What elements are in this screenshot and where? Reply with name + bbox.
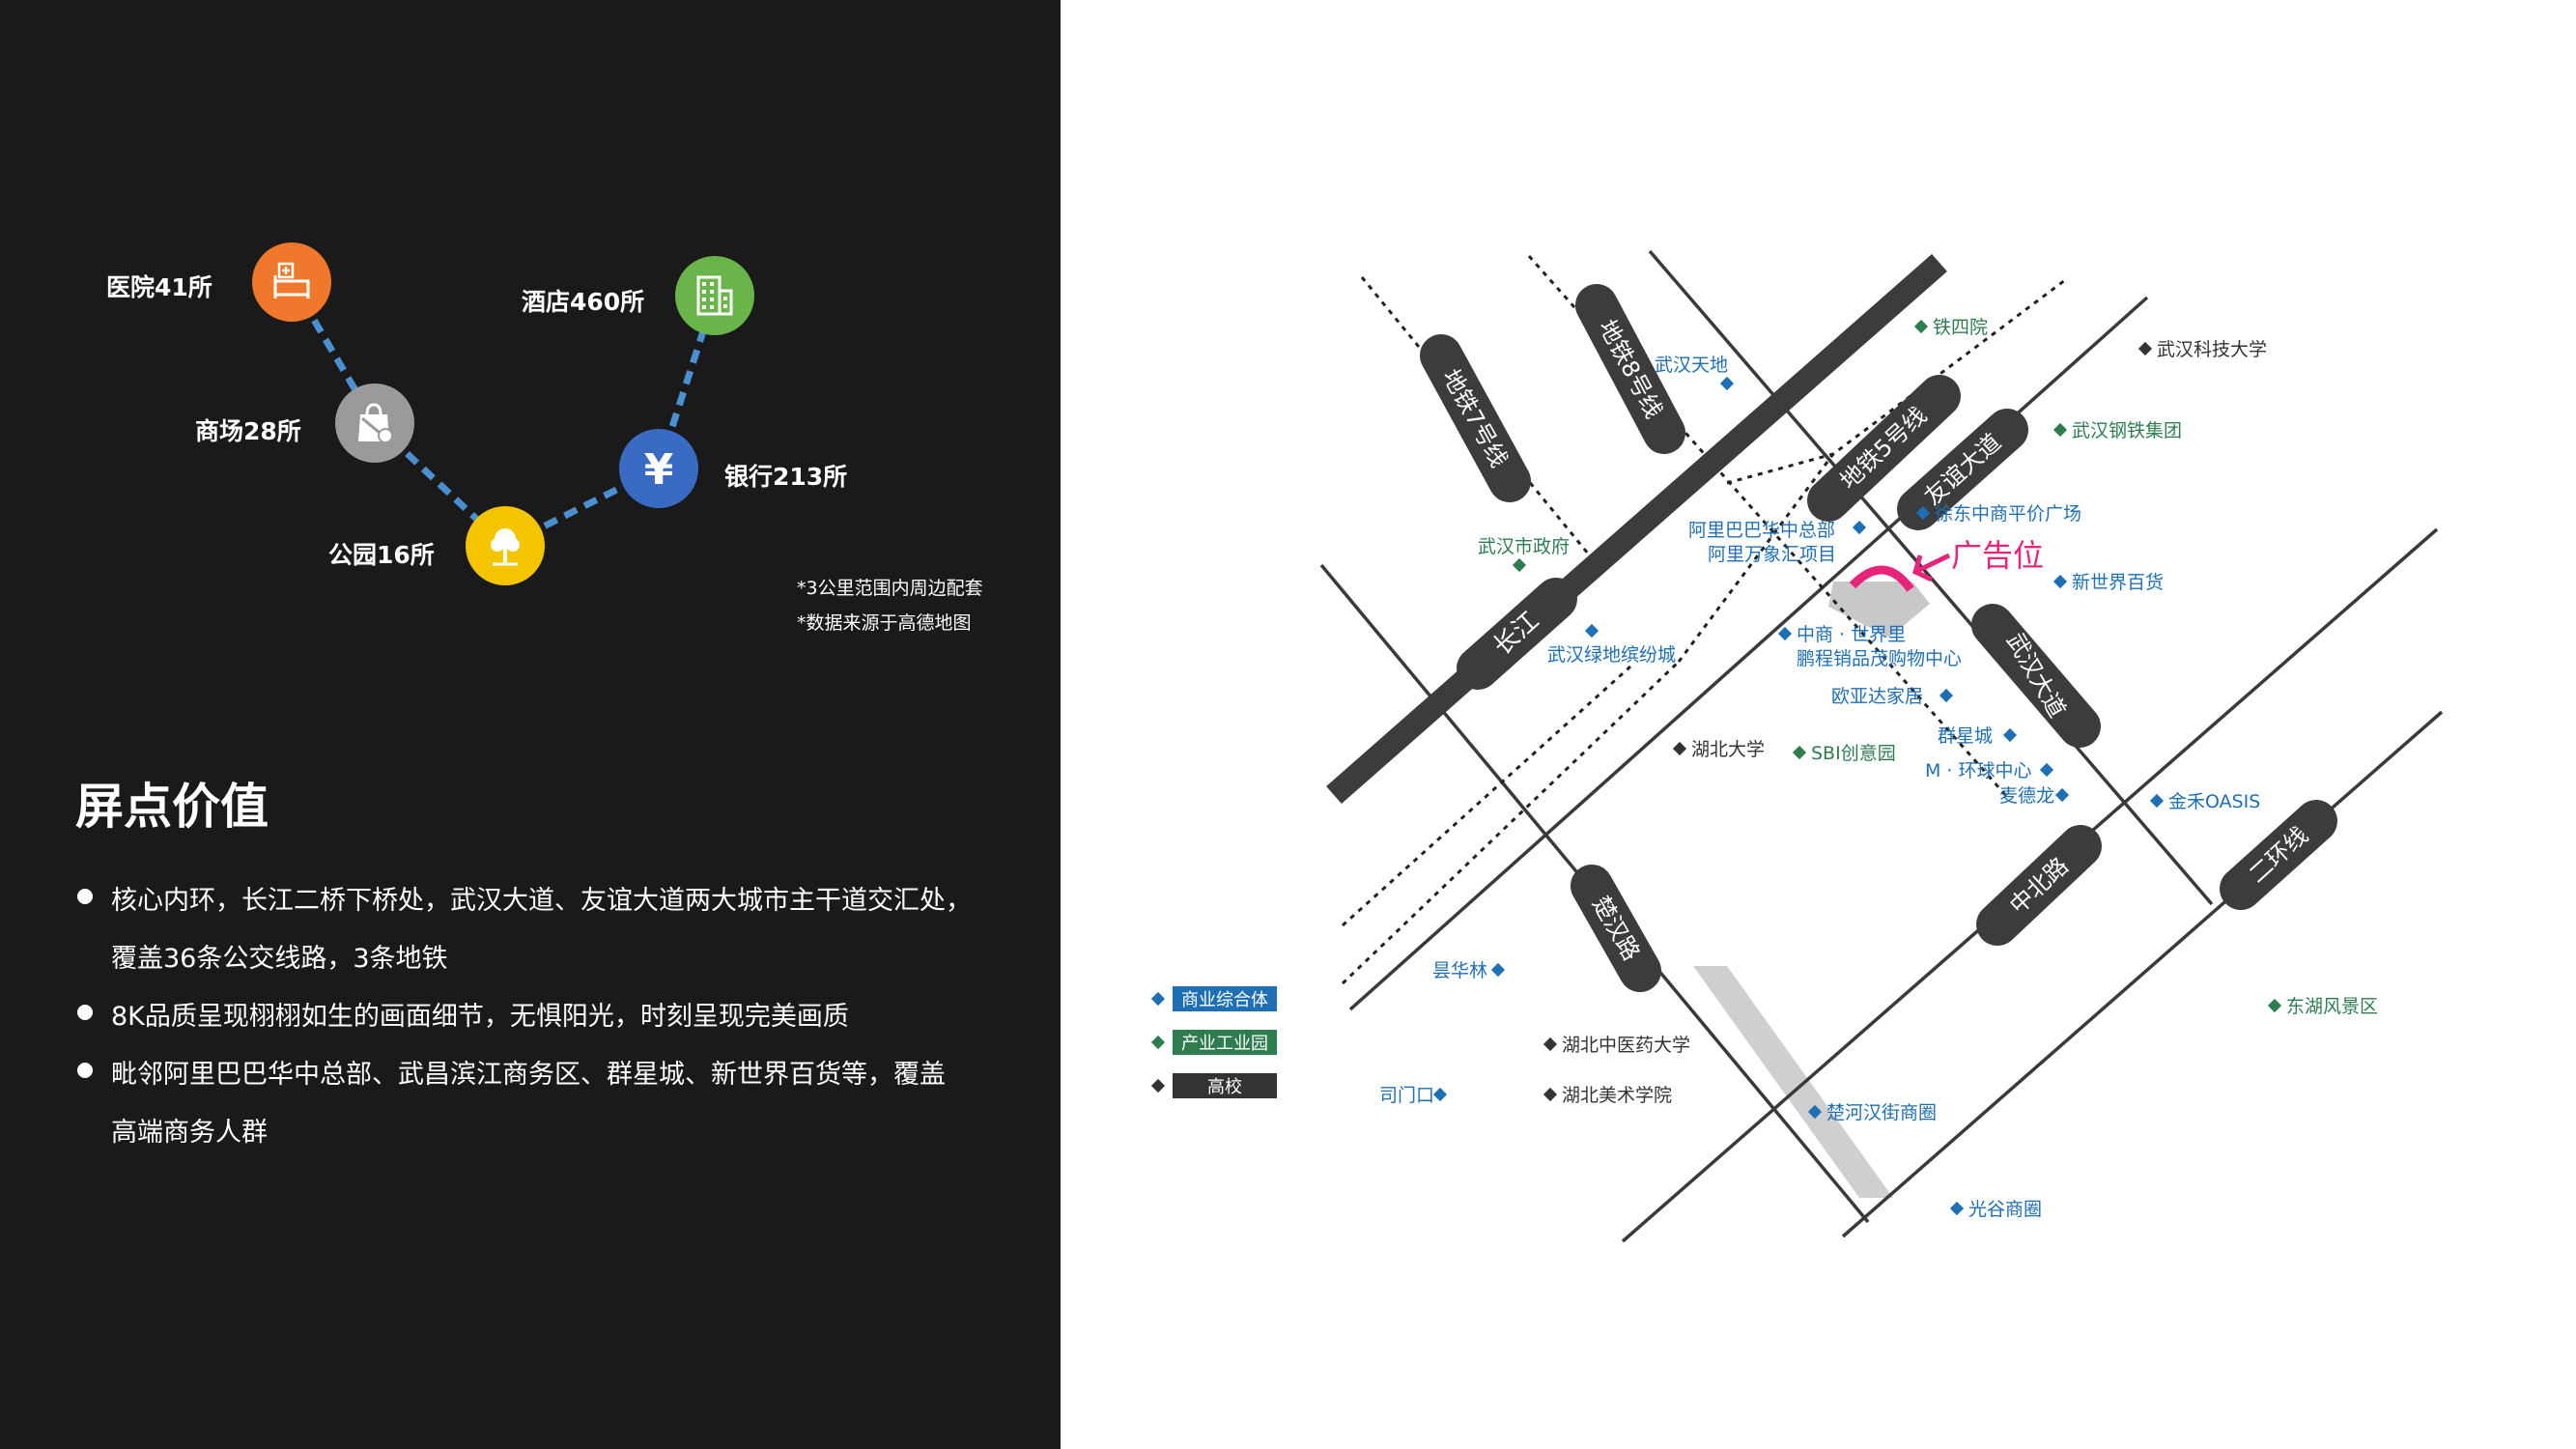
hospital-count: 医院41所 xyxy=(106,273,212,301)
poi-greenland: 武汉绿地缤纷城 xyxy=(1547,644,1676,666)
poi-eastlake: 东湖风景区 xyxy=(2286,996,2378,1017)
map-legend: 商业综合体 产业工业园 高校 xyxy=(1150,986,1277,1098)
poi-simenkou: 司门口 xyxy=(1379,1085,1434,1106)
bullet-text-2: 8K品质呈现栩栩如生的画面细节，无惧阳光，时刻呈现完美画质 xyxy=(111,1002,849,1032)
poi-mhuanqiu: M · 环球中心 xyxy=(1925,760,2032,781)
bullet-text-3b: 高端商务人群 xyxy=(111,1118,268,1148)
ad-screen-arc xyxy=(1849,565,1914,592)
poi-mcdonald: 麦德龙 xyxy=(1999,785,2054,807)
legend-commercial-icon xyxy=(1150,991,1166,1007)
bullet-dot xyxy=(77,1063,93,1078)
changjiang-river xyxy=(1326,253,1947,805)
ad-site-block xyxy=(1828,582,1930,638)
poi-oasis: 金禾OASIS xyxy=(2168,791,2260,812)
poi-sbi: SBI创意园 xyxy=(1811,743,1896,764)
poi-newworld: 新世界百货 xyxy=(2072,572,2164,593)
road-label-changjiang: 长江 xyxy=(1457,578,1577,690)
tree-icon xyxy=(466,506,545,585)
legend-university: 高校 xyxy=(1207,1077,1242,1097)
legend-industrial: 产业工业园 xyxy=(1181,1034,1268,1054)
bullet-text-1b: 覆盖36条公交线路，3条地铁 xyxy=(111,944,448,974)
poi-guanggu: 光谷商圈 xyxy=(1968,1199,2042,1220)
poi-oudaya: 欧亚达家居 xyxy=(1831,686,1923,707)
bullet-dot xyxy=(77,1005,93,1020)
bullet-dot xyxy=(77,889,93,904)
location-map: 长江 地铁7号线 地铁8号线 地铁5号线 友谊大道 武汉大道 中北路 楚汉路 二… xyxy=(1150,249,2444,1243)
bullet-text-1a: 核心内环，长江二桥下桥处，武汉大道、友谊大道两大城市主干道交汇处， xyxy=(111,886,972,916)
poi-alibaba2: 阿里万象汇项目 xyxy=(1708,544,1836,565)
note-source: *数据来源于高德地图 xyxy=(797,612,972,634)
legend-industrial-icon xyxy=(1150,1035,1166,1050)
poi-wkd: 武汉科技大学 xyxy=(2157,339,2267,360)
legend-university-icon xyxy=(1150,1078,1166,1094)
poi-wuhantiandi: 武汉天地 xyxy=(1655,355,1728,376)
svg-text:¥: ¥ xyxy=(644,445,674,495)
ad-arrow-icon xyxy=(1911,553,1951,582)
road-label-wuhan: 武汉大道 xyxy=(1971,604,2101,748)
poi-yuhualin: 昙华林 xyxy=(1432,960,1487,981)
poi-xudong: 徐东中商平价广场 xyxy=(1935,503,2081,525)
road-label-metro7: 地铁7号线 xyxy=(1420,334,1531,502)
legend-commercial: 商业综合体 xyxy=(1181,990,1268,1010)
section-title: 屏点价值 xyxy=(75,779,269,835)
hospital-icon xyxy=(252,242,331,322)
road-label-ring2: 二环线 xyxy=(2220,800,2337,910)
poi-govt: 武汉市政府 xyxy=(1478,536,1570,557)
road-label-youyi: 友谊大道 xyxy=(1897,409,2028,530)
bullet-text-3a: 毗邻阿里巴巴华中总部、武昌滨江商务区、群星城、新世界百货等，覆盖 xyxy=(111,1060,946,1090)
poi-qunxing: 群星城 xyxy=(1938,725,1993,747)
poi-arts: 湖北美术学院 xyxy=(1562,1085,1672,1106)
ad-label: 广告位 xyxy=(1951,537,2044,574)
park-count: 公园16所 xyxy=(328,541,435,569)
poi-zhongshang2: 鹏程销品茂购物中心 xyxy=(1797,648,1962,669)
location-map-panel: 长江 地铁7号线 地铁8号线 地铁5号线 友谊大道 武汉大道 中北路 楚汉路 二… xyxy=(1061,0,2576,1449)
yuan-icon: ¥ xyxy=(619,429,698,508)
note-range: *3公里范围内周边配套 xyxy=(797,578,983,599)
poi-wisco: 武汉钢铁集团 xyxy=(2072,420,2182,441)
mall-count: 商场28所 xyxy=(195,417,301,445)
left-info-panel: 医院41所 酒店460所 商场28所 ¥ 银行213所 公园16所 *3公里范围… xyxy=(0,0,1061,1449)
poi-hubei-univ: 湖北大学 xyxy=(1691,739,1765,760)
road-label-zhongbei: 中北路 xyxy=(1976,825,2102,946)
poi-tiesiyuan: 铁四院 xyxy=(1933,317,1988,338)
chuhe-street-block xyxy=(1693,966,1893,1198)
poi-tcm: 湖北中医药大学 xyxy=(1562,1035,1690,1056)
bank-count: 银行213所 xyxy=(724,463,848,491)
poi-alibaba1: 阿里巴巴华中总部 xyxy=(1688,520,1835,541)
hotel-icon xyxy=(675,256,754,335)
poi-zhongshang1: 中商 · 世界里 xyxy=(1797,624,1906,645)
poi-chuhe: 楚河汉街商圈 xyxy=(1826,1102,1937,1123)
metro-lines xyxy=(1341,255,2066,985)
shopping-bag-icon xyxy=(335,384,414,463)
hotel-count: 酒店460所 xyxy=(522,288,645,316)
road-label-chuhan: 楚汉路 xyxy=(1571,865,1661,992)
